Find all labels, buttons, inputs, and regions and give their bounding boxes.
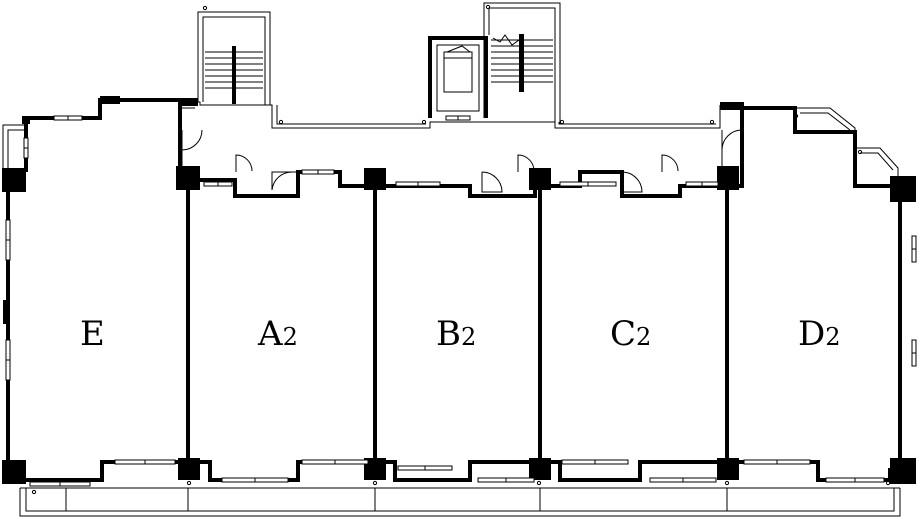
unit-walls [6,98,902,482]
columns [2,96,916,484]
unit-label-D2: D2 [798,314,841,354]
windows [5,115,917,487]
balcony [19,480,901,517]
left-stair [197,5,271,105]
elevator [428,36,488,121]
unit-labels: E A2 B2 C2 D2 [80,314,841,354]
unit-label-E: E [80,314,105,354]
doors [181,129,743,193]
right-stair [483,2,561,124]
unit-label-C2: C2 [610,314,651,354]
unit-label-B2: B2 [436,314,476,354]
bay-window [793,107,899,186]
unit-label-A2: A2 [257,314,298,354]
common-corridor [180,101,721,129]
left-side-balcony [2,124,26,170]
